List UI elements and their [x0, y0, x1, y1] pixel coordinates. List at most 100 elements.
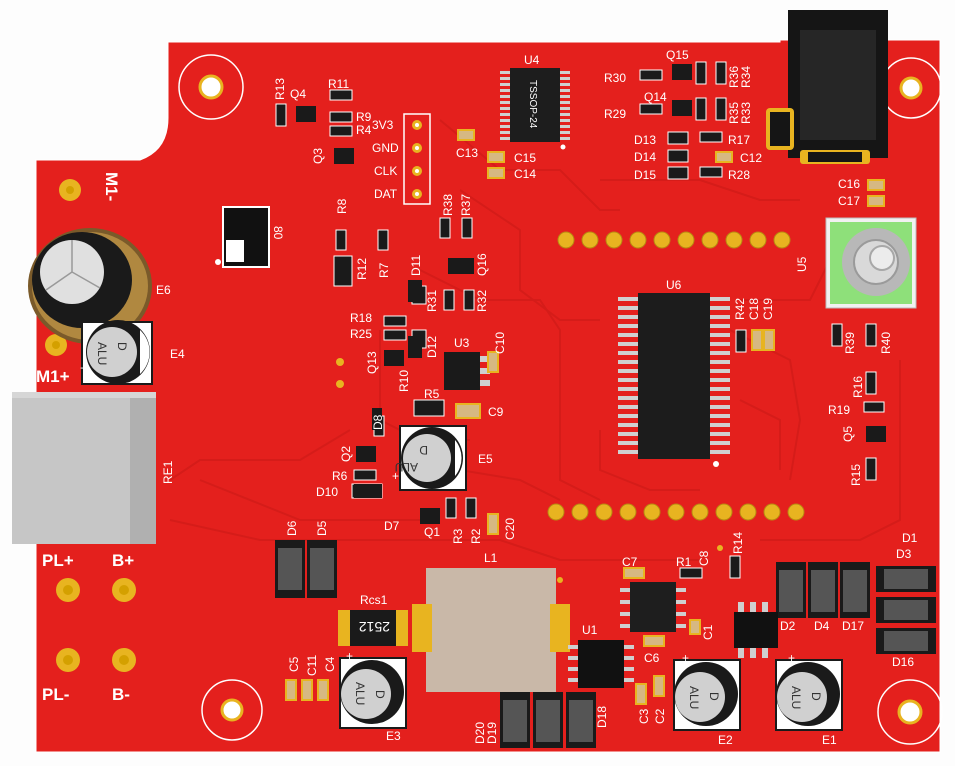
ic-u1 — [568, 640, 634, 688]
label-r40: R40 — [879, 332, 893, 354]
cap-e1-letter: D — [809, 692, 823, 701]
label-r1: R1 — [676, 555, 692, 569]
capacitor-e2 — [673, 659, 741, 731]
ic-u6 — [618, 293, 730, 467]
programming-header — [403, 113, 431, 205]
cap-e5-text: ALU — [395, 460, 418, 474]
label-r31: R31 — [425, 290, 439, 312]
cap-e5-letter: D — [419, 443, 428, 457]
plus-e2: + — [682, 651, 689, 665]
label-d5: D5 — [315, 520, 329, 536]
terminal-pads — [45, 179, 136, 672]
label-d10: D10 — [316, 485, 338, 499]
ic-u2 — [620, 582, 686, 632]
mounting-hole — [201, 679, 263, 741]
label-d17: D17 — [842, 619, 864, 633]
label-c16: C16 — [838, 177, 860, 191]
plus-e3: + — [346, 649, 353, 663]
label-d1: D1 — [902, 531, 918, 545]
label-dat: DAT — [374, 187, 398, 201]
label-r13: R13 — [273, 78, 287, 100]
cap-e3-letter: D — [373, 690, 387, 699]
cap-e2-letter: D — [707, 692, 721, 701]
label-r7: R7 — [377, 262, 391, 278]
label-d19: D19 — [485, 722, 499, 744]
inductor-l1 — [412, 568, 570, 692]
label-c8: C8 — [697, 550, 711, 566]
capacitor-e6 — [28, 228, 152, 344]
label-e4: E4 — [170, 347, 185, 361]
label-r35: R35 — [727, 102, 741, 124]
label-c18: C18 — [747, 298, 761, 320]
label-d6: D6 — [285, 520, 299, 536]
label-clk: CLK — [374, 164, 397, 178]
plus-e4: + — [80, 361, 87, 375]
label-u6: U6 — [666, 278, 682, 292]
rotary-encoder — [825, 217, 917, 309]
label-r5: R5 — [424, 387, 440, 401]
label-c9: C9 — [488, 405, 504, 419]
label-r14: R14 — [731, 532, 745, 554]
label-c10: C10 — [493, 332, 507, 354]
label-r3: R3 — [451, 528, 465, 544]
label-r4: R4 — [356, 123, 372, 137]
silk-designators: U4 U6 U3 U1 U5 L1 RE1 Rcs1 80 E1 E2 E3 E… — [80, 48, 918, 747]
u4-package-text: TSSOP-24 — [527, 80, 538, 129]
label-u1: U1 — [582, 623, 598, 637]
label-e1: E1 — [822, 733, 837, 747]
label-c20: C20 — [503, 518, 517, 540]
label-m1-plus: M1+ — [36, 367, 70, 386]
cap-e2-text: ALU — [687, 686, 701, 709]
label-c14: C14 — [514, 167, 536, 181]
label-c15: C15 — [514, 151, 536, 165]
label-u3: U3 — [454, 336, 470, 350]
label-c2: C2 — [653, 708, 667, 724]
label-c4: C4 — [323, 656, 337, 672]
label-c19: C19 — [761, 298, 775, 320]
cap-e4-letter: D — [115, 342, 129, 351]
label-q2: Q2 — [339, 446, 353, 462]
label-r9: R9 — [356, 110, 372, 124]
relay-re1 — [12, 392, 156, 544]
cap-e1-text: ALU — [789, 686, 803, 709]
label-r38: R38 — [441, 194, 455, 216]
trace-network — [169, 119, 901, 561]
label-r42: R42 — [733, 298, 747, 320]
pin-header-bottom — [547, 503, 805, 521]
label-d2: D2 — [780, 619, 796, 633]
mounting-hole — [178, 54, 244, 120]
cap-e3-text: ALU — [353, 682, 367, 705]
label-r16: R16 — [851, 376, 865, 398]
label-r10: R10 — [397, 370, 411, 392]
label-r12: R12 — [355, 258, 369, 280]
label-r29: R29 — [604, 107, 626, 121]
smd-diodes — [275, 540, 936, 748]
label-80: 80 — [271, 226, 285, 240]
label-rcs1: Rcs1 — [360, 593, 388, 607]
label-b-minus: B- — [112, 685, 130, 704]
label-c11: C11 — [305, 655, 319, 676]
label-d16: D16 — [892, 655, 914, 669]
label-b-plus: B+ — [112, 551, 134, 570]
label-d7: D7 — [384, 519, 400, 533]
label-d4: D4 — [814, 619, 830, 633]
label-r32: R32 — [475, 290, 489, 312]
label-c1: C1 — [701, 624, 715, 640]
label-r19: R19 — [828, 403, 850, 417]
capacitor-e5 — [399, 425, 467, 491]
cap-e4-text: ALU — [95, 342, 109, 365]
label-e3: E3 — [386, 729, 401, 743]
capacitor-e1 — [775, 659, 843, 731]
label-r28: R28 — [728, 168, 750, 182]
label-r18: R18 — [350, 311, 372, 325]
label-q5: Q5 — [841, 426, 855, 442]
label-r6: R6 — [332, 469, 348, 483]
label-d12: D12 — [425, 336, 439, 358]
label-c6: C6 — [644, 651, 660, 665]
label-r15: R15 — [849, 464, 863, 486]
plus-e5: + — [392, 469, 399, 483]
label-d3: D3 — [896, 547, 912, 561]
label-c7: C7 — [622, 555, 638, 569]
pin-header-top — [557, 231, 791, 249]
